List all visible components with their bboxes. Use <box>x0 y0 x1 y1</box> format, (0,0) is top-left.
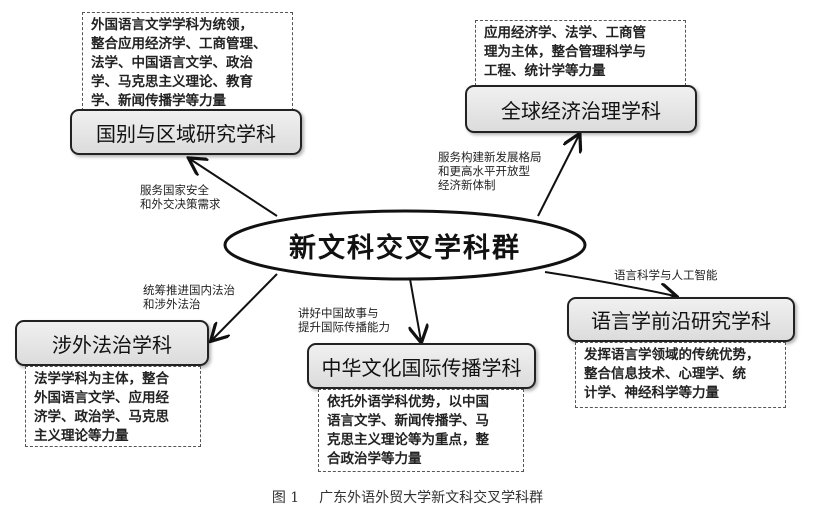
relation-line: 服务构建新发展格局 <box>438 150 542 164</box>
desc-line: 学、新闻传播学等力量 <box>91 93 226 109</box>
desc-line: 法学学科为主体，整合 <box>34 371 169 387</box>
relation-line: 服务国家安全 <box>140 183 209 197</box>
desc-line: 主义理论等力量 <box>34 428 129 444</box>
arrow-law <box>212 273 278 340</box>
node-linguistics: 语言学前沿研究学科 <box>567 297 795 342</box>
relation-line: 经济新体制 <box>438 178 496 192</box>
desc-line: 应用经济学、法学、工商管 <box>484 25 646 41</box>
desc-line: 整合信息技术、心理学、统 <box>584 366 746 382</box>
relation-law: 统筹推进国内法治和涉外法治 <box>143 283 235 311</box>
node-economic: 全球经济治理学科 <box>465 85 697 133</box>
arrow-linguistics <box>544 271 675 296</box>
desc-line: 克思主义理论等为重点，整 <box>327 432 489 448</box>
desc-line: 济学、政治学、马克思 <box>34 409 169 425</box>
desc-line: 依托外语学科优势，以中国 <box>327 394 489 410</box>
node-culture: 中华文化国际传播学科 <box>307 343 536 389</box>
relation-line: 讲好中国故事与 <box>298 306 379 320</box>
desc-linguistics: 发挥语言学领域的传统优势， 整合信息技术、心理学、统计学、神经科学等力量 <box>575 342 786 408</box>
desc-line: 理为主体，整合管理科学与 <box>484 44 646 60</box>
arrow-regional <box>190 159 278 217</box>
desc-culture: 依托外语学科优势，以中国语言文学、新闻传播学、马克思主义理论等为重点，整合政治学… <box>318 389 524 472</box>
desc-line: 整合应用经济学、工商管理、 <box>91 36 267 52</box>
relation-line: 和涉外法治 <box>143 297 201 311</box>
center-title: 新文科交叉学科群 <box>289 232 521 264</box>
desc-regional: 外国语言文学学科为统领， 整合应用经济学、工商管理、法学、中国语言文学、政治学、马… <box>82 12 293 111</box>
desc-line: 法学、中国语言文学、政治 <box>91 55 253 71</box>
center-ellipse <box>223 209 587 281</box>
arrow-economic <box>537 135 579 217</box>
node-law: 涉外法治学科 <box>15 320 209 366</box>
caption-number: 图 1 <box>271 490 300 506</box>
relation-line: 提升国际传播能力 <box>298 320 390 334</box>
desc-line: 合政治学等力量 <box>327 451 422 467</box>
desc-line: 外国语言文学、应用经 <box>34 390 169 406</box>
desc-line: 外国语言文学学科为统领， <box>91 17 253 33</box>
desc-economic: 应用经济学、法学、工商管理为主体，整合管理科学与工程、统计学等力量 <box>475 20 686 86</box>
relation-regional: 服务国家安全和外交决策需求 <box>140 183 221 211</box>
desc-line: 工程、统计学等力量 <box>484 63 606 79</box>
desc-law: 法学学科为主体，整合外国语言文学、应用经济学、政治学、马克思主义理论等力量 <box>25 366 201 447</box>
relation-economic: 服务构建新发展格局和更高水平开放型经济新体制 <box>438 150 542 192</box>
desc-line: 发挥语言学领域的传统优势， <box>584 347 760 363</box>
arrow-culture <box>410 278 421 341</box>
desc-line: 计学、神经科学等力量 <box>584 385 719 401</box>
relation-line: 和外交决策需求 <box>140 197 221 211</box>
desc-line: 学、马克思主义理论、教育 <box>91 74 253 90</box>
relation-line: 语言科学与人工智能 <box>614 268 718 282</box>
caption-text: 广东外语外贸大学新文科交叉学科群 <box>319 490 544 506</box>
relation-line: 统筹推进国内法治 <box>143 283 235 297</box>
relation-line: 和更高水平开放型 <box>438 164 530 178</box>
relation-linguistics: 语言科学与人工智能 <box>614 268 718 282</box>
relation-culture: 讲好中国故事与提升国际传播能力 <box>298 306 390 334</box>
desc-line: 语言文学、新闻传播学、马 <box>327 413 489 429</box>
node-regional: 国别与区域研究学科 <box>70 109 302 155</box>
figure-caption: 图 1 广东外语外贸大学新文科交叉学科群 <box>0 487 815 507</box>
